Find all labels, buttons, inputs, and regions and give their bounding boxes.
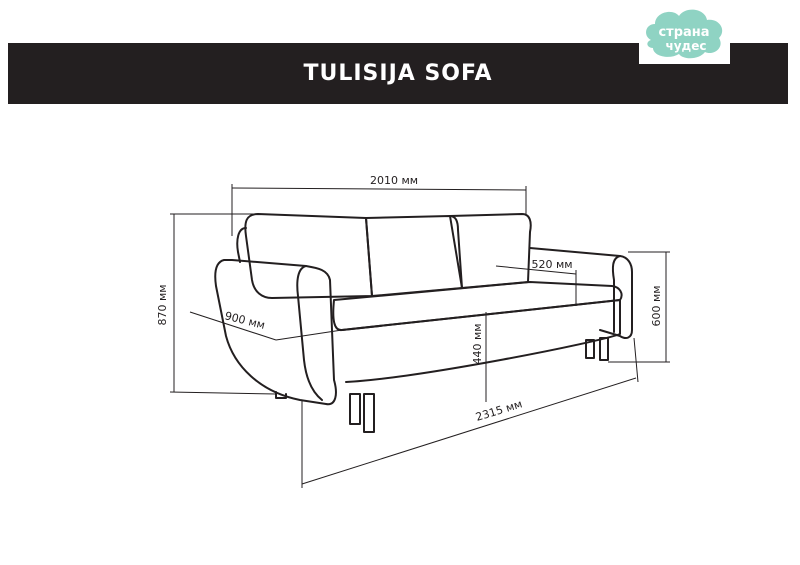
left-armrest <box>214 259 337 406</box>
dimension-lines <box>169 184 670 488</box>
leg-front-right <box>585 339 595 359</box>
dim-tick-length-right <box>633 337 639 383</box>
dim-line-depth-ext <box>275 329 343 341</box>
label-seat-height: 440 мм <box>471 323 484 364</box>
dim-line-seat-depth <box>495 265 577 275</box>
label-arm-height: 600 мм <box>650 285 663 326</box>
dim-tick-height-bottom <box>169 391 277 395</box>
label-seat-depth: 520 мм <box>531 258 572 271</box>
label-length: 2315 мм <box>474 397 524 423</box>
dim-line-width <box>231 187 527 191</box>
front-base <box>341 299 621 383</box>
dim-line-depth <box>189 311 277 341</box>
right-armrest-front <box>611 255 621 333</box>
label-depth: 900 мм <box>223 309 266 332</box>
right-armrest <box>529 247 633 339</box>
back-cushion-middle <box>365 215 463 297</box>
leg-back-right <box>599 337 609 361</box>
logo-text-1: страна <box>658 25 709 40</box>
leg-front-left-2 <box>363 393 375 433</box>
page-title: TULISIJA SOFA <box>303 61 493 86</box>
leg-front-left <box>349 393 361 425</box>
left-armrest-front <box>296 265 323 401</box>
back-cushion-right <box>449 213 532 289</box>
logo-text-2: чудес <box>665 39 706 53</box>
sofa-drawing <box>214 213 633 433</box>
dim-line-length <box>301 377 637 485</box>
logo-icon: страна чудес <box>646 9 723 59</box>
cloud-shape <box>646 9 723 59</box>
seat-cushion <box>332 281 623 332</box>
back-frame-left <box>236 227 247 263</box>
brand-logo: страна чудес <box>639 0 730 64</box>
label-height: 870 мм <box>156 284 169 325</box>
back-cushion-left <box>244 213 373 299</box>
leg-left-armrest <box>275 391 287 399</box>
label-width: 2010 мм <box>370 174 418 187</box>
